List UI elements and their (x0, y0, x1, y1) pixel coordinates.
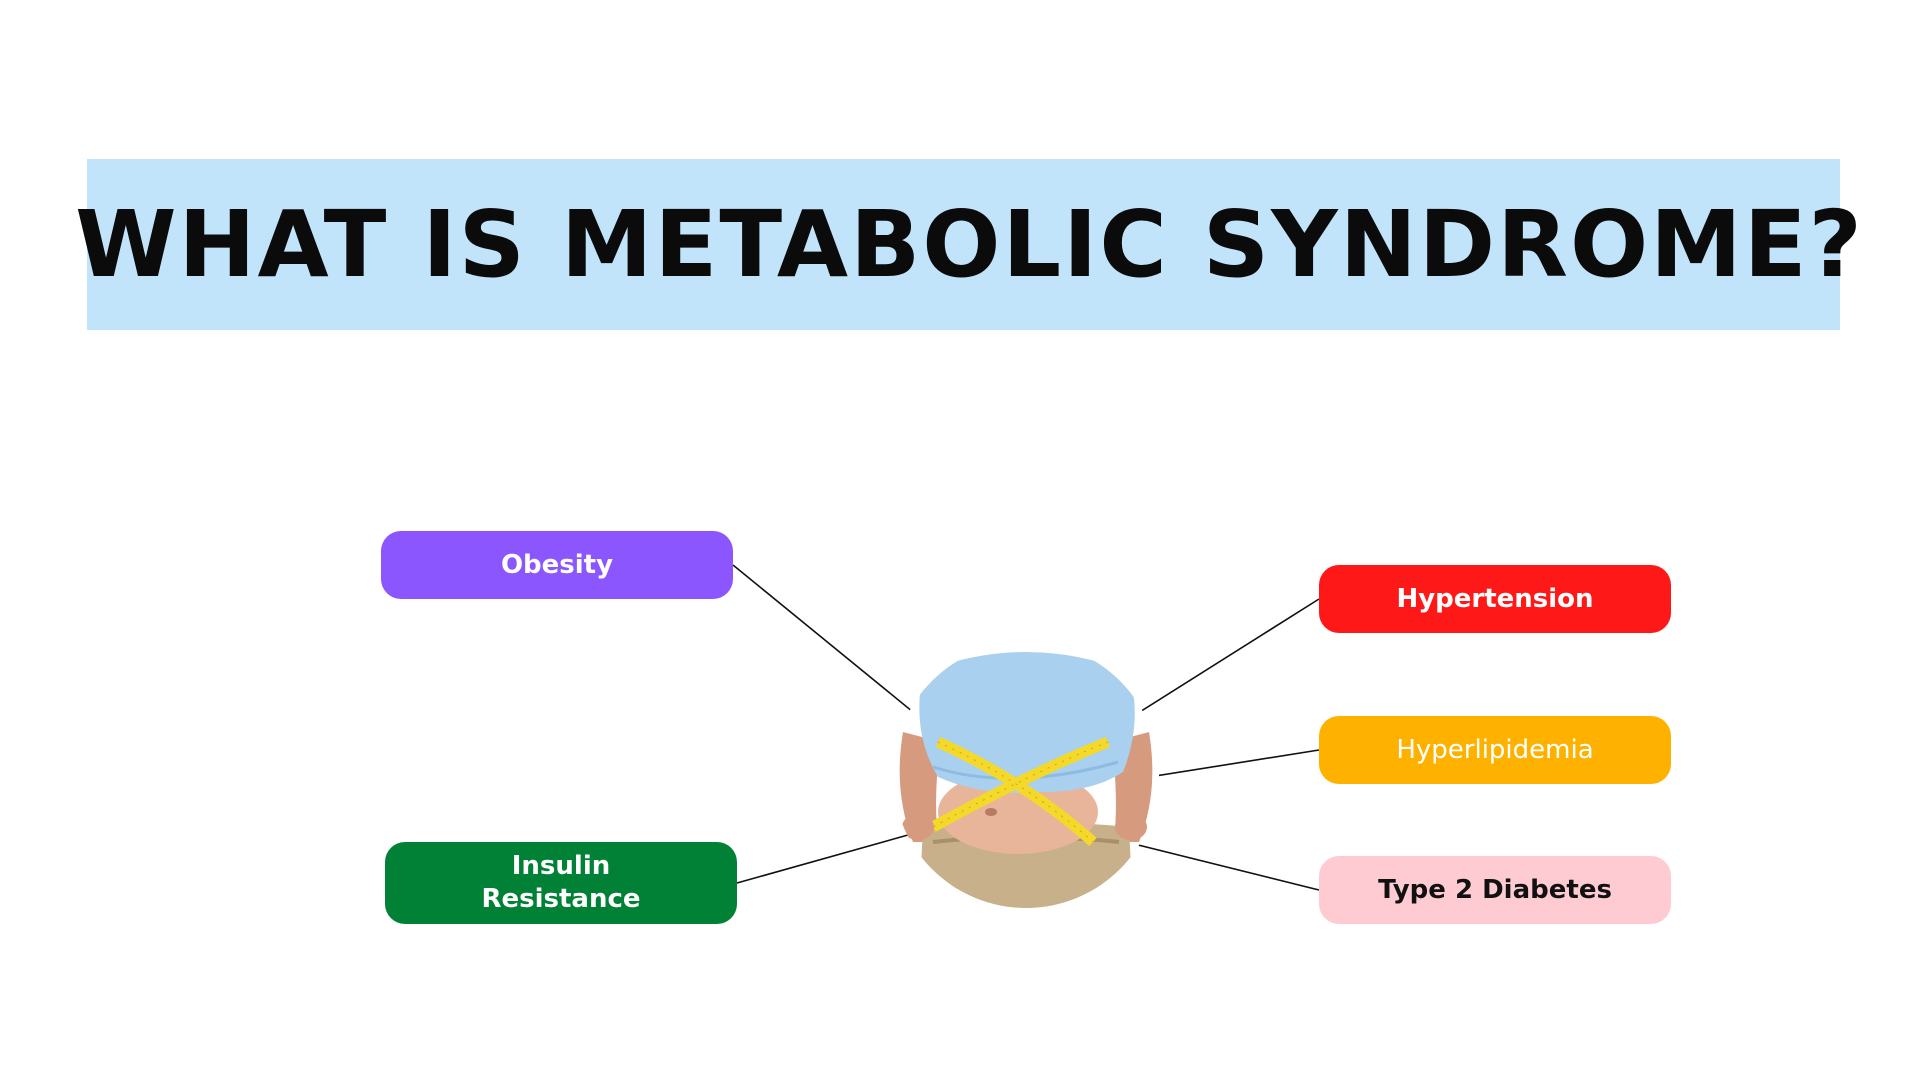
label-hypertension-text: Hypertension (1396, 583, 1594, 614)
label-type2-diabetes-text: Type 2 Diabetes (1378, 874, 1612, 905)
label-obesity-text: Obesity (500, 549, 614, 580)
label-insulin-resistance-text: Insulin Resistance (481, 851, 641, 914)
connector-diabetes (1109, 837, 1320, 891)
title-band: WHAT IS METABOLIC SYNDROME? (75, 159, 1862, 330)
label-hyperlipidemia-text: Hyperlipidemia (1396, 734, 1594, 765)
label-hyperlipidemia: Hyperlipidemia (1319, 716, 1671, 784)
page-title: WHAT IS METABOLIC SYNDROME? (75, 191, 1864, 298)
label-type2-diabetes: Type 2 Diabetes (1319, 856, 1671, 924)
label-insulin-resistance: Insulin Resistance (385, 842, 737, 924)
waist-measuring-tape-icon (893, 642, 1159, 908)
label-obesity: Obesity (381, 531, 733, 599)
label-hypertension: Hypertension (1319, 565, 1671, 633)
